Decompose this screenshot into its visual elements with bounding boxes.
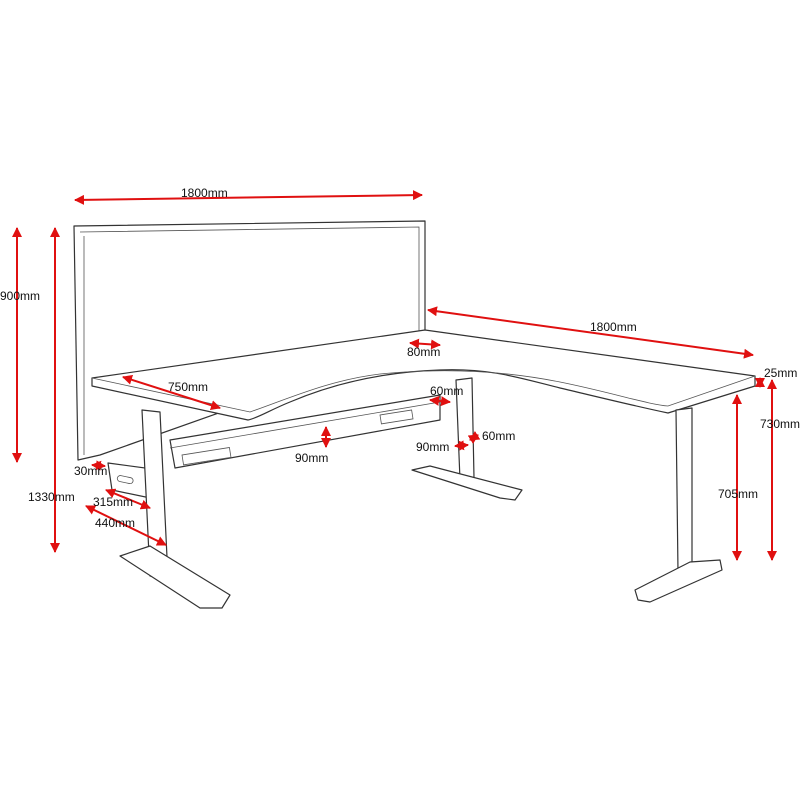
label-beam-height: 90mm <box>295 451 328 465</box>
power-outlet-right <box>379 409 414 425</box>
label-leg-height: 705mm <box>718 487 758 501</box>
arrow-beam-offset <box>429 395 451 407</box>
arrow-screen-width <box>74 190 423 205</box>
arrow-leg-width <box>454 440 469 451</box>
dimension-arrows <box>12 190 777 561</box>
arrow-foot-depth <box>85 505 167 546</box>
label-leg-width: 90mm <box>416 440 449 454</box>
label-beam-offset: 60mm <box>430 384 463 398</box>
arrow-desk-depth <box>122 374 221 411</box>
label-total-height: 1330mm <box>28 490 75 504</box>
label-screen-width: 1800mm <box>181 186 228 200</box>
label-tray-depth: 315mm <box>93 495 133 509</box>
arrow-return-length <box>427 306 754 359</box>
arrow-screen-gap <box>91 460 106 471</box>
label-screen-gap: 30mm <box>74 464 107 478</box>
power-outlet-left <box>181 447 232 466</box>
label-top-thickness: 25mm <box>764 366 797 380</box>
middle-leg <box>411 377 523 501</box>
right-leg <box>634 407 723 603</box>
label-desk-depth: 750mm <box>168 380 208 394</box>
rear-beam <box>169 394 441 469</box>
arrow-tray-depth <box>105 488 151 510</box>
label-leg-depth: 60mm <box>482 429 515 443</box>
label-return-length: 1800mm <box>590 320 637 334</box>
dimension-labels: 1800mm 900mm 1330mm 1800mm 80mm 25mm 750… <box>0 186 800 530</box>
label-screen-height: 900mm <box>0 289 40 303</box>
desk-top <box>91 329 756 421</box>
arrow-leg-depth <box>467 430 481 445</box>
arrow-cable-port <box>409 338 441 350</box>
label-cable-port: 80mm <box>407 345 440 359</box>
label-foot-depth: 440mm <box>95 516 135 530</box>
label-desk-height: 730mm <box>760 417 800 431</box>
